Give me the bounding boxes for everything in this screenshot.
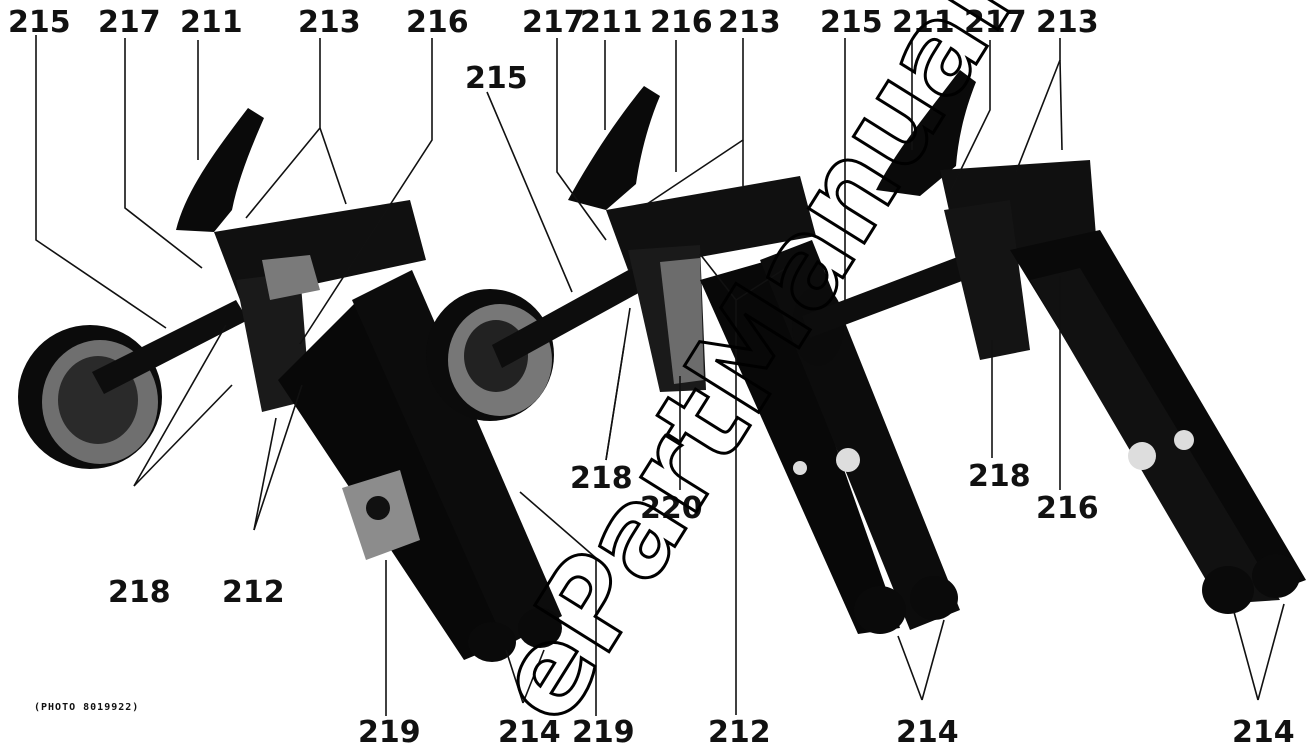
label-213-left: 213 xyxy=(298,5,361,40)
label-215-middle: 215 xyxy=(465,61,528,96)
axle-right xyxy=(802,256,970,338)
handle-left xyxy=(176,108,264,232)
label-215-right: 215 xyxy=(820,5,883,40)
label-216-right: 216 xyxy=(1036,491,1099,526)
label-211-left: 211 xyxy=(180,5,243,40)
handle-middle xyxy=(568,86,660,210)
assembly-right xyxy=(792,70,1306,614)
label-216-left: 216 xyxy=(406,5,469,40)
label-217-right: 217 xyxy=(964,5,1027,40)
label-220: 220 xyxy=(640,491,703,526)
label-214-right: 214 xyxy=(1232,715,1295,749)
arm-left-2 xyxy=(352,270,562,646)
label-216-middle: 216 xyxy=(650,5,713,40)
label-214-left: 214 xyxy=(498,715,561,749)
clamp-body-middle xyxy=(606,176,816,270)
label-219-left: 219 xyxy=(358,715,421,749)
axle-left xyxy=(92,300,248,394)
label-218-right: 218 xyxy=(968,459,1031,494)
label-213-right: 213 xyxy=(1036,5,1099,40)
label-218-left: 218 xyxy=(108,575,171,610)
label-217-middle: 217 xyxy=(522,5,585,40)
label-215-left: 215 xyxy=(8,5,71,40)
label-218-middle: 218 xyxy=(570,461,633,496)
handle-right xyxy=(876,70,976,196)
assembly-left xyxy=(18,108,562,662)
label-212-left: 212 xyxy=(222,575,285,610)
label-217-left: 217 xyxy=(98,5,161,40)
axle-middle xyxy=(492,268,644,368)
label-211-right: 211 xyxy=(892,5,955,40)
watermark: ePartManuals.c xyxy=(467,0,1139,745)
arm-middle-1 xyxy=(700,260,900,634)
label-212-middle: 212 xyxy=(708,715,771,749)
label-213-middle: 213 xyxy=(718,5,781,40)
part-labels: 215 217 211 213 216 218 212 219 214 215 … xyxy=(8,5,1295,749)
label-214-middle: 214 xyxy=(896,715,959,749)
label-219-middle: 219 xyxy=(572,715,635,749)
leader-lines xyxy=(35,35,1285,716)
label-211-middle: 211 xyxy=(580,5,643,40)
photo-caption: (PHOTO 8019922) xyxy=(34,702,139,713)
